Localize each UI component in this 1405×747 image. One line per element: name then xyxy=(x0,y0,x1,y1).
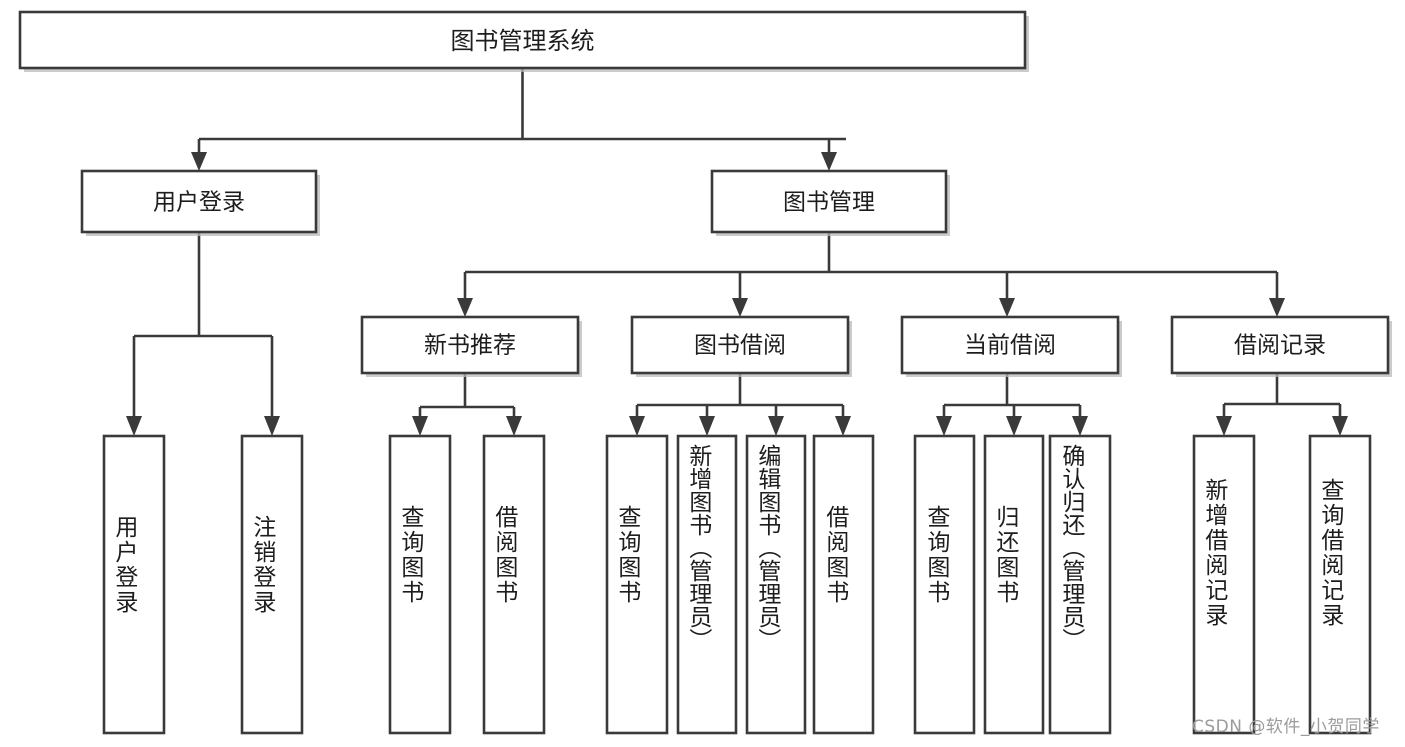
leaf-return-book-rect[interactable] xyxy=(983,434,1045,735)
leaf-confirm-return-admin-rect[interactable] xyxy=(1048,434,1112,735)
leaf-query-book-current-rect[interactable] xyxy=(913,434,976,735)
node-new-book-recommend-rect xyxy=(360,315,580,375)
node-new-book-recommend[interactable]: 新书推荐 xyxy=(360,315,582,377)
node-user-login[interactable]: 用户登录 xyxy=(80,169,320,236)
node-current-borrow[interactable]: 当前借阅 xyxy=(900,315,1122,377)
leaf-edit-book-admin-rect[interactable] xyxy=(745,434,807,735)
leaf-node-layer xyxy=(102,434,1372,735)
node-borrow-record[interactable]: 借阅记录 xyxy=(1170,315,1392,377)
node-current-borrow-label: 当前借阅 xyxy=(964,333,1056,359)
arrowhead-borrowrecord-leaf-1 xyxy=(1216,416,1232,436)
arrowhead-currentborrow-leaf-2 xyxy=(1006,416,1022,436)
node-book-management-label: 图书管理 xyxy=(783,190,875,216)
node-book-management[interactable]: 图书管理 xyxy=(710,169,950,236)
leaf-query-borrow-record-rect[interactable] xyxy=(1308,434,1372,735)
node-new-book-recommend-label: 新书推荐 xyxy=(424,333,516,359)
leaf-add-borrow-record-rect[interactable] xyxy=(1192,434,1256,735)
arrowhead-root-to-book-management xyxy=(821,152,837,171)
node-user-login-rect xyxy=(80,169,318,234)
leaf-borrow-book-rect[interactable] xyxy=(812,434,875,735)
arrowhead-bookmgmt-current-borrow xyxy=(999,298,1015,317)
leaf-query-book-borrow-rect[interactable] xyxy=(605,434,669,735)
arrowhead-bookmgmt-borrow-record xyxy=(1269,298,1285,317)
arrowhead-bookborrow-leaf-1 xyxy=(629,416,645,436)
leaf-query-book-recommend-rect[interactable] xyxy=(388,434,452,735)
arrowhead-newbook-leaf-2 xyxy=(506,416,522,436)
arrowhead-userlogin-leaf-1 xyxy=(126,416,142,436)
connector-layer xyxy=(126,68,1348,436)
node-root-label: 图书管理系统 xyxy=(451,27,595,55)
leaf-user-login-rect[interactable] xyxy=(102,434,166,735)
node-book-borrow[interactable]: 图书借阅 xyxy=(630,315,852,377)
leaf-borrow-book-recommend-rect[interactable] xyxy=(482,434,546,735)
arrowhead-borrowrecord-leaf-2 xyxy=(1332,416,1348,436)
arrowhead-bookmgmt-new-book xyxy=(457,298,473,317)
arrowhead-currentborrow-leaf-3 xyxy=(1072,416,1088,436)
node-root[interactable]: 图书管理系统 xyxy=(18,10,1029,72)
arrowhead-bookborrow-leaf-3 xyxy=(768,416,784,436)
node-root-rect xyxy=(18,10,1027,70)
arrowhead-root-to-user-login xyxy=(191,152,207,171)
leaf-user-logout-rect[interactable] xyxy=(240,434,304,735)
arrowhead-bookmgmt-book-borrow xyxy=(732,298,748,317)
leaf-add-book-admin-rect[interactable] xyxy=(676,434,738,735)
node-user-login-label: 用户登录 xyxy=(153,190,245,216)
node-book-management-rect xyxy=(710,169,948,234)
arrowhead-bookborrow-leaf-4 xyxy=(835,416,851,436)
node-book-borrow-label: 图书借阅 xyxy=(694,333,786,359)
node-borrow-record-rect xyxy=(1170,315,1390,375)
arrowhead-currentborrow-leaf-1 xyxy=(936,416,952,436)
csdn-watermark: CSDN @软件_小贺同学 xyxy=(1192,717,1380,737)
arrowhead-bookborrow-leaf-2 xyxy=(699,416,715,436)
node-borrow-record-label: 借阅记录 xyxy=(1234,333,1326,359)
arrowhead-newbook-leaf-1 xyxy=(412,416,428,436)
node-book-borrow-rect xyxy=(630,315,850,375)
arrowhead-userlogin-leaf-2 xyxy=(264,416,280,436)
node-current-borrow-rect xyxy=(900,315,1120,375)
